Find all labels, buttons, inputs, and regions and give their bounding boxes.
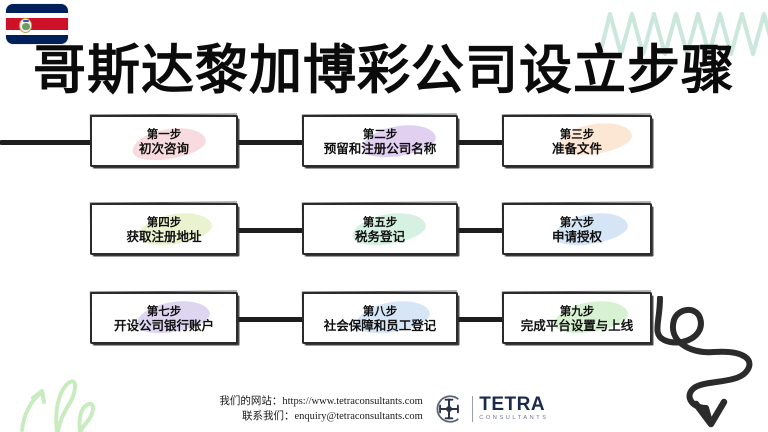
footer-contact-text: 我们的网站：https://www.tetraconsultants.com 联… [219,394,422,424]
flow-row-2: 第四步 获取注册地址 第五步 税务登记 第六步 申请授权 [0,203,768,261]
step-label: 第八步 [362,303,398,318]
step-box-9[interactable]: 第九步 完成平台设置与上线 [502,292,652,344]
step-box-1[interactable]: 第一步 初次咨询 [90,115,238,167]
step-box-5[interactable]: 第五步 税务登记 [302,203,458,255]
step-box-2[interactable]: 第二步 预留和注册公司名称 [302,115,458,167]
step-name: 申请授权 [551,228,602,244]
step-name: 社会保障和员工登记 [323,317,437,333]
tetra-emblem-icon [436,395,459,423]
connector-4-5 [234,228,306,233]
step-box-6[interactable]: 第六步 申请授权 [502,203,652,255]
footer: 我们的网站：https://www.tetraconsultants.com 联… [0,388,768,430]
step-name: 预留和注册公司名称 [323,140,437,156]
connector-1-2 [234,140,306,145]
contact-value[interactable]: enquiry@tetraconsultants.com [294,411,423,422]
connector-entry [0,140,92,145]
step-label: 第五步 [362,214,398,229]
coat-of-arms-icon [19,18,32,33]
step-name: 初次咨询 [138,140,189,156]
connector-2-3 [452,140,506,145]
brand-subtitle: CONSULTANTS [479,415,549,421]
step-name: 获取注册地址 [126,228,202,244]
step-label: 第二步 [362,126,398,141]
brand-name: TETRA [479,394,546,415]
costa-rica-flag-icon [6,4,68,44]
tetra-consultants-logo: TETRA CONSULTANTS [432,392,549,426]
connector-7-8 [234,317,306,322]
step-box-8[interactable]: 第八步 社会保障和员工登记 [302,292,458,344]
connector-5-6 [452,228,506,233]
step-name: 税务登记 [354,228,405,244]
step-label: 第四步 [146,214,182,229]
step-label: 第九步 [559,303,595,318]
step-box-7[interactable]: 第七步 开设公司银行账户 [90,292,238,344]
flow-row-3: 第七步 开设公司银行账户 第八步 社会保障和员工登记 第九步 完成平台设置与上线 [0,292,768,350]
step-box-4[interactable]: 第四步 获取注册地址 [90,203,238,255]
page-title: 哥斯达黎加博彩公司设立步骤 [33,39,735,101]
contact-label: 联系我们： [241,410,295,422]
connector-8-9 [452,317,506,322]
step-label: 第一步 [146,126,182,141]
website-label: 我们的网站： [219,395,283,407]
step-name: 完成平台设置与上线 [520,317,634,333]
logo-divider [471,396,474,422]
step-box-3[interactable]: 第三步 准备文件 [502,115,652,167]
step-name: 开设公司银行账户 [113,317,214,333]
step-label: 第六步 [559,214,595,229]
flow-row-1: 第一步 初次咨询 第二步 预留和注册公司名称 第三步 准备文件 [0,115,768,173]
step-name: 准备文件 [551,140,602,156]
step-label: 第七步 [146,303,182,318]
website-value[interactable]: https://www.tetraconsultants.com [282,396,423,407]
step-label: 第三步 [559,126,595,141]
